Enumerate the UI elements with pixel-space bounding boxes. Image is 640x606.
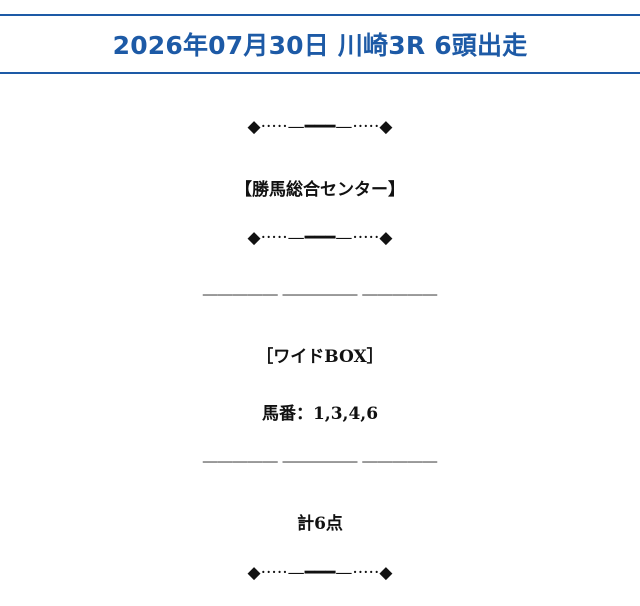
page-header: 2026年07月30日 川崎3R 6頭出走: [0, 14, 640, 74]
dash-divider-1: ――――― ――――― ―――――: [202, 285, 438, 303]
page-title: 2026年07月30日 川崎3R 6頭出走: [112, 31, 528, 60]
total-points: 計6点: [297, 514, 343, 534]
ornament-divider-middle: ◆·····—━━━—·····◆: [247, 228, 393, 248]
ornament-divider-top: ◆·····—━━━—·····◆: [247, 117, 393, 137]
ornament-divider-bottom: ◆·····—━━━—·····◆: [247, 563, 393, 583]
center-name: 【勝馬総合センター】: [235, 180, 405, 200]
horse-numbers: 馬番：1,3,4,6: [261, 404, 379, 424]
dash-divider-2: ――――― ――――― ―――――: [202, 452, 438, 470]
bet-type: ［ワイドBOX］: [256, 347, 384, 367]
